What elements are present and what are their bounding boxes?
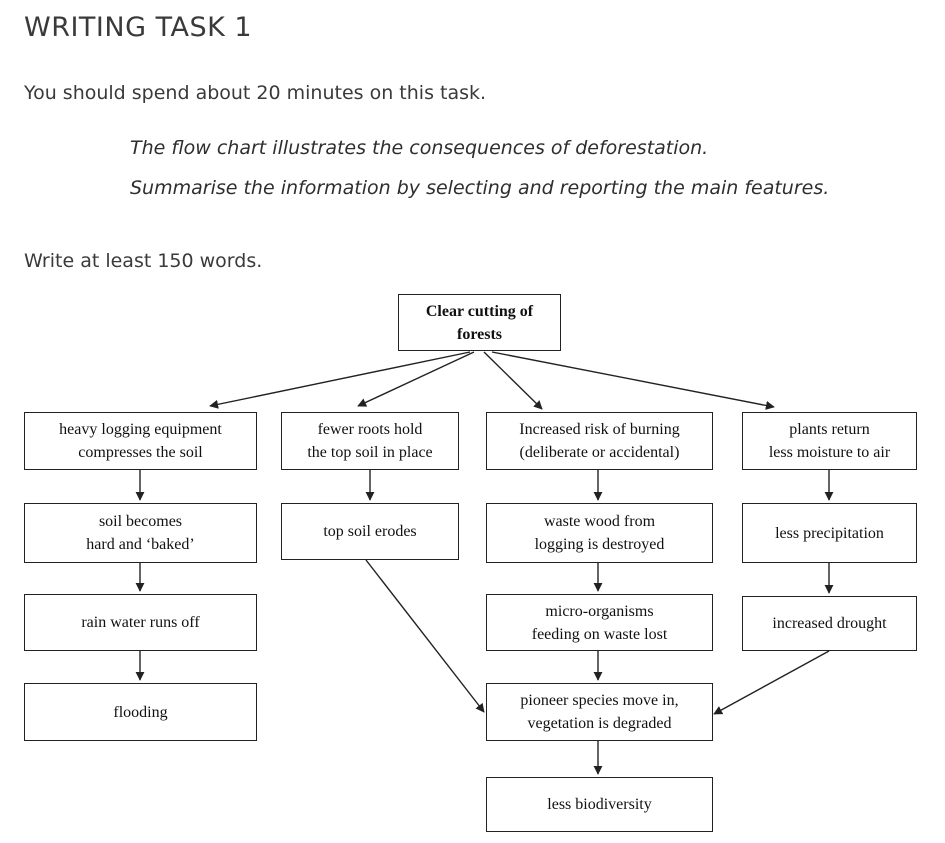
node-increased-drought: increased drought bbox=[742, 596, 917, 651]
node-flooding: flooding bbox=[24, 683, 257, 741]
node-top-soil-erodes: top soil erodes bbox=[281, 503, 459, 560]
node-fewer-roots: fewer roots hold the top soil in place bbox=[281, 412, 459, 470]
arrow-root-to-col4 bbox=[491, 351, 775, 410]
node-heavy-logging-equipment: heavy logging equipment compresses the s… bbox=[24, 412, 257, 470]
node-less-precipitation: less precipitation bbox=[742, 503, 917, 563]
arrow-root-to-col2 bbox=[357, 351, 475, 407]
node-pioneer-species: pioneer species move in, vegetation is d… bbox=[486, 683, 713, 741]
node-increased-risk-of-burning: Increased risk of burning (deliberate or… bbox=[486, 412, 713, 470]
task-title: WRITING TASK 1 bbox=[24, 12, 253, 43]
node-waste-wood-destroyed: waste wood from logging is destroyed bbox=[486, 503, 713, 563]
node-rain-water-runs-off: rain water runs off bbox=[24, 594, 257, 651]
node-clear-cutting-of-forests: Clear cutting of forests bbox=[398, 294, 561, 351]
arrow-col2-to-pioneer bbox=[365, 559, 485, 713]
arrow-root-to-col1 bbox=[209, 351, 471, 409]
arrow-root-to-col3 bbox=[483, 351, 543, 410]
word-count-requirement: Write at least 150 words. bbox=[24, 250, 263, 272]
time-instruction: You should spend about 20 minutes on thi… bbox=[24, 82, 487, 104]
node-less-biodiversity: less biodiversity bbox=[486, 777, 713, 832]
node-soil-becomes-hard: soil becomes hard and ‘baked’ bbox=[24, 503, 257, 563]
arrow-col4-to-pioneer bbox=[713, 650, 830, 715]
node-micro-organisms-lost: micro-organisms feeding on waste lost bbox=[486, 594, 713, 651]
node-plants-return-less-moisture: plants return less moisture to air bbox=[742, 412, 917, 470]
task-prompt-line-2: Summarise the information by selecting a… bbox=[130, 177, 830, 199]
task-prompt-line-1: The flow chart illustrates the consequen… bbox=[130, 137, 709, 159]
